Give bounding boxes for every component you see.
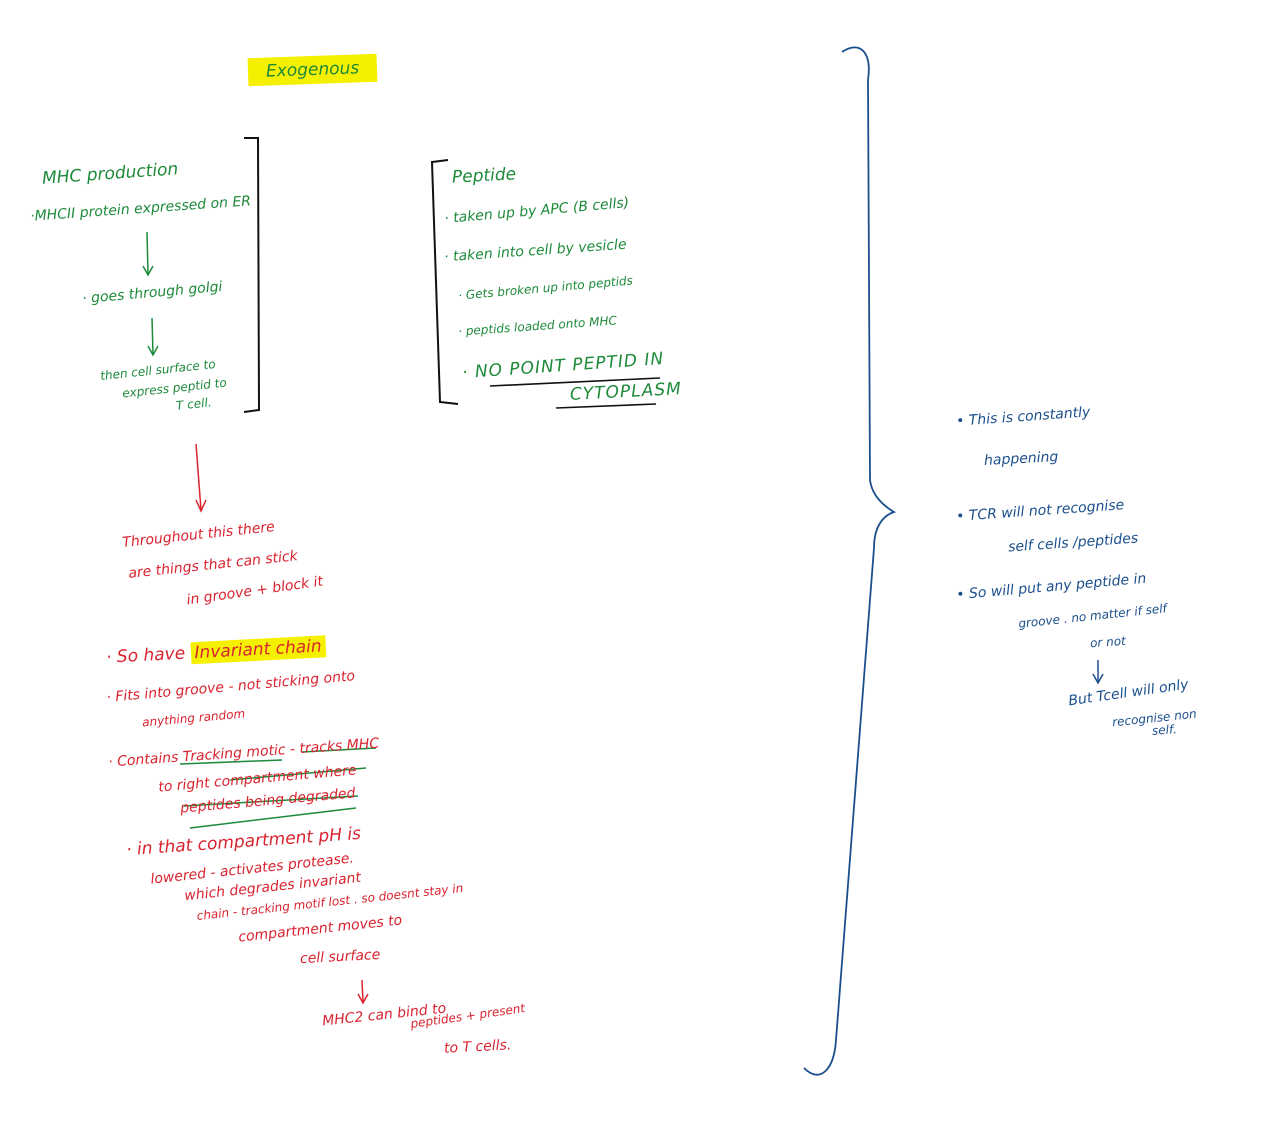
red-arrow-1 — [195, 443, 207, 513]
bullet-dot: • — [955, 412, 970, 430]
green-arrow-2 — [147, 317, 159, 357]
right-note-1b: happening — [983, 449, 1059, 469]
page-title: Exogenous — [247, 53, 378, 87]
tracking-underline-5 — [189, 807, 357, 829]
peptid-underline-2 — [555, 403, 657, 409]
tracking-underline-2 — [301, 747, 377, 753]
mhc-bracket — [243, 137, 261, 413]
red-arrow-2 — [357, 979, 369, 1005]
peptide-bracket — [430, 159, 459, 405]
invariant-bullet-4f: cell surface — [299, 946, 381, 968]
right-note-3c: or not — [1089, 633, 1127, 651]
mhc-line-3c: T cell. — [175, 395, 213, 413]
peptid-underline-1 — [489, 377, 661, 387]
tracking-underline-1 — [179, 759, 283, 765]
tracking-underline-4 — [183, 795, 359, 807]
invariant-result-3: to T cells. — [443, 1037, 512, 1057]
blue-arrow — [1092, 660, 1104, 685]
large-curly-brace — [803, 46, 897, 1076]
tracking-underline-3 — [229, 767, 367, 781]
invariant-bullet-1-prefix: · So have — [105, 643, 186, 668]
peptide-heading: Peptide — [451, 164, 517, 188]
right-note-4c: self. — [1151, 722, 1178, 738]
bullet-dot: • — [955, 508, 970, 525]
green-arrow-1 — [142, 231, 154, 277]
